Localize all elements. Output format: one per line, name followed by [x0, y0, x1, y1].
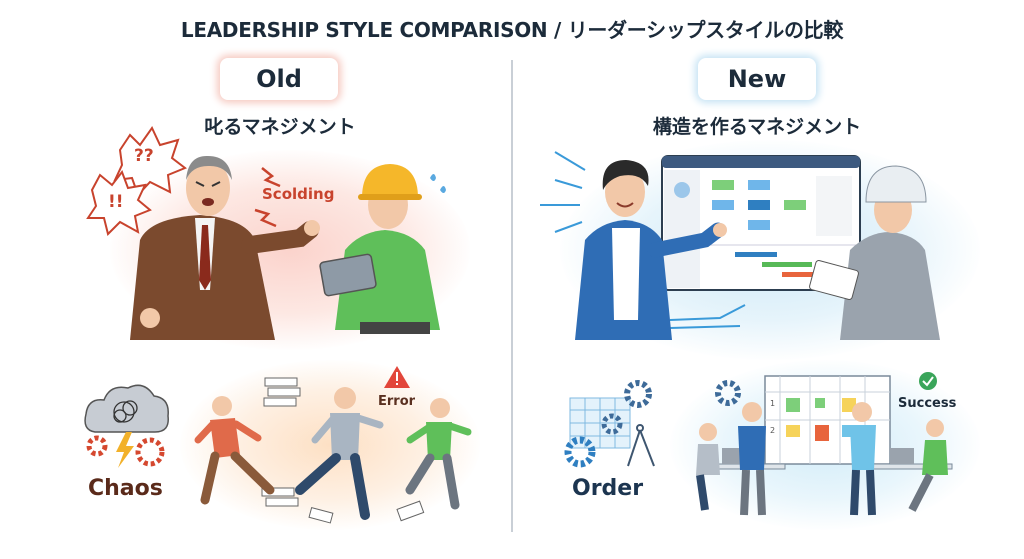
presenter-figure	[575, 160, 727, 340]
lightning-icon	[254, 167, 281, 228]
paper-stack-icon	[261, 377, 425, 524]
lightning-bolt-icon	[116, 432, 134, 468]
speech-bubble-exclaim-icon	[86, 169, 152, 236]
running-woman-figure	[194, 396, 275, 505]
board-row-1: 1	[770, 399, 776, 408]
center-divider	[511, 60, 513, 532]
new-subtitle: 構造を作るマネジメント	[652, 116, 862, 138]
error-label: Error	[378, 394, 416, 409]
exclamation-marks: !!	[108, 192, 124, 212]
warning-triangle-icon	[384, 366, 410, 388]
old-subtitle: 叱るマネジメント	[204, 116, 356, 138]
red-gear-icon	[86, 435, 165, 467]
question-marks: ??	[134, 146, 154, 166]
project-dashboard-screen	[661, 155, 861, 291]
order-label: Order	[572, 476, 644, 501]
angry-boss-figure	[130, 155, 320, 340]
chaos-cloud-icon	[84, 384, 169, 433]
team-meeting-figures	[696, 402, 953, 516]
board-row-2: 2	[770, 426, 776, 435]
chaos-label: Chaos	[88, 476, 163, 501]
new-badge: New	[698, 58, 816, 100]
running-green-man-figure	[405, 398, 472, 510]
motion-arrows-icon	[540, 151, 746, 329]
check-circle-icon	[919, 372, 937, 390]
gear-icon	[564, 380, 741, 468]
success-label: Success	[898, 396, 957, 411]
engineer-with-helmet-figure	[809, 165, 940, 340]
old-badge: Old	[220, 58, 338, 100]
page-title: LEADERSHIP STYLE COMPARISON / リーダーシップスタイ…	[180, 18, 844, 42]
compass-icon	[627, 424, 655, 467]
running-man-figure	[295, 387, 384, 520]
worried-worker-figure	[319, 164, 446, 334]
scolding-label: Scolding	[262, 185, 335, 203]
